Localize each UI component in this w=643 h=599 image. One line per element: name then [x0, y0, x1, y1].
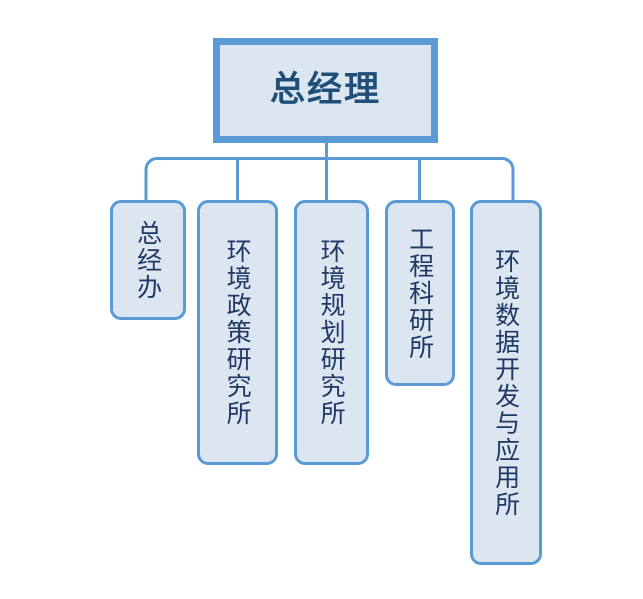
node-child-3[interactable]: 环境规划研究所 [294, 200, 369, 465]
node-child-5[interactable]: 环境数据开发与应用所 [470, 200, 542, 565]
node-child-5-label: 环境数据开发与应用所 [491, 247, 521, 518]
node-child-3-label: 环境规划研究所 [317, 238, 347, 427]
node-child-2[interactable]: 环境政策研究所 [197, 200, 278, 465]
connector-branch-1 [144, 157, 327, 200]
node-child-4[interactable]: 工程科研所 [385, 200, 455, 386]
node-child-1-label: 总经办 [133, 219, 163, 301]
connector-branch-5 [326, 157, 515, 200]
node-child-4-label: 工程科研所 [405, 225, 435, 361]
node-root[interactable]: 总经理 [213, 38, 438, 143]
node-child-2-label: 环境政策研究所 [223, 238, 253, 427]
node-child-1[interactable]: 总经办 [110, 200, 186, 320]
node-root-label: 总经理 [269, 70, 381, 110]
